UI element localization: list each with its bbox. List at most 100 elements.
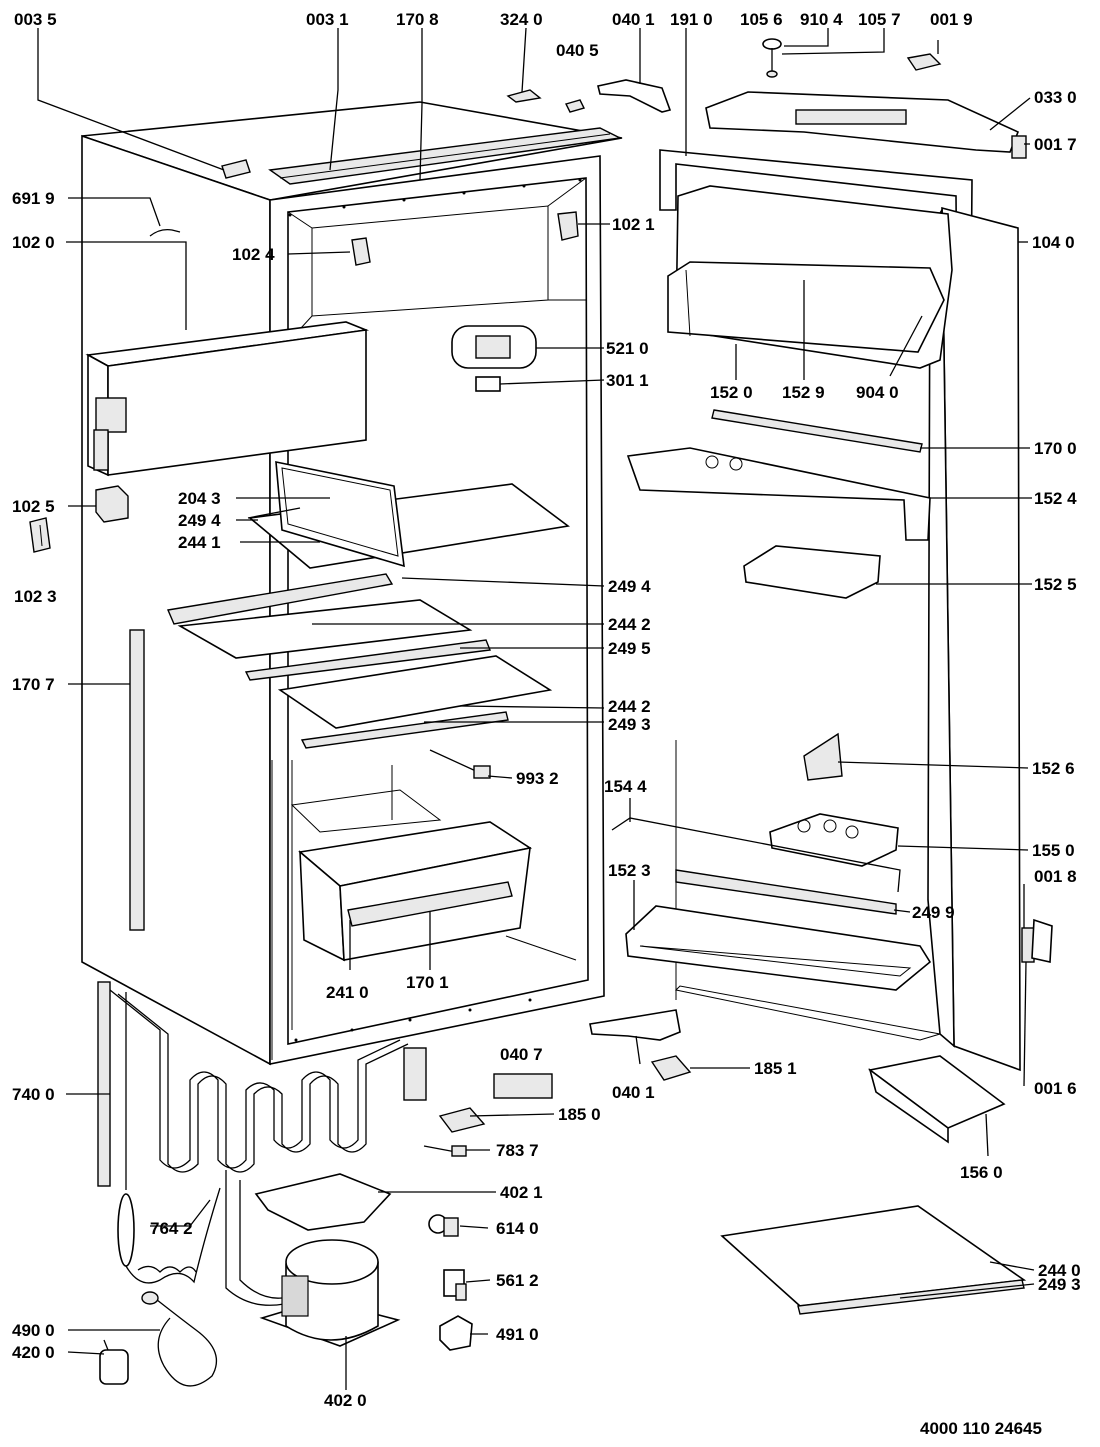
callout-170-8: 170 8: [396, 10, 439, 29]
door-rail-rod: [611, 817, 901, 893]
capacitor-part: [99, 1339, 129, 1385]
door-bin-large: [626, 447, 931, 541]
glass-shelf-upper: [167, 573, 491, 681]
callout-152-4: 152 4: [1034, 489, 1077, 508]
crisper-drawer: [298, 821, 533, 962]
callout-185-0: 185 0: [558, 1105, 601, 1124]
callout-labels: 003 5 003 1 170 8 324 0 040 5 040 1 191 …: [12, 10, 1081, 1410]
door-dairy-compartment: [667, 185, 953, 369]
door-bottle-bin: [625, 905, 932, 991]
hinge-cap-part: [906, 53, 942, 71]
callout-910-4: 910 4: [800, 10, 843, 29]
door-small-tray: [743, 545, 881, 599]
upper-door-hinge: [597, 79, 672, 113]
callout-152-6: 152 6: [1032, 759, 1075, 778]
callout-102-5: 102 5: [12, 497, 55, 516]
callout-249-3-upper: 249 3: [608, 715, 651, 734]
callout-152-3: 152 3: [608, 861, 651, 880]
callout-102-3: 102 3: [14, 587, 57, 606]
callout-324-0: 324 0: [500, 10, 543, 29]
thermostat-housing: [451, 325, 537, 392]
lower-door-hinge: [589, 1009, 681, 1041]
callout-152-9: 152 9: [782, 383, 825, 402]
freezer-shelf-assembly: [247, 461, 570, 569]
callout-740-0: 740 0: [12, 1085, 55, 1104]
callout-001-6: 001 6: [1034, 1079, 1077, 1098]
callout-102-4: 102 4: [232, 245, 275, 264]
leader-lines: [37, 27, 1035, 1390]
callout-003-5: 003 5: [14, 10, 57, 29]
lower-hinge-assembly: [1021, 918, 1053, 963]
callout-170-0: 170 0: [1034, 439, 1077, 458]
callout-249-4-upper: 249 4: [178, 511, 221, 530]
callout-102-0: 102 0: [12, 233, 55, 252]
relay-part-6140: [428, 1214, 459, 1237]
condenser-coil: [97, 981, 427, 1187]
callout-491-0: 491 0: [496, 1325, 539, 1344]
callout-764-2: 764 2: [150, 1219, 193, 1238]
door-trim-bar-lower: [675, 869, 897, 915]
callout-402-1: 402 1: [500, 1183, 543, 1202]
callout-244-0: 244 0: [1038, 1261, 1081, 1280]
callout-420-0: 420 0: [12, 1343, 55, 1362]
callout-521-0: 521 0: [606, 339, 649, 358]
callout-241-0: 241 0: [326, 983, 369, 1002]
compressor-mount: [225, 1170, 392, 1306]
callout-993-2: 993 2: [516, 769, 559, 788]
callout-104-0: 104 0: [1032, 233, 1075, 252]
plate-part-0407: [493, 1073, 553, 1099]
callout-001-8: 001 8: [1034, 867, 1077, 886]
door-trim-bar-upper: [711, 409, 923, 453]
power-cord: [141, 1291, 217, 1387]
callout-155-0: 155 0: [1032, 841, 1075, 860]
callout-156-0: 156 0: [960, 1163, 1003, 1182]
callout-244-2-upper: 244 2: [608, 615, 651, 634]
callout-244-2-lower: 244 2: [608, 697, 651, 716]
callout-301-1: 301 1: [606, 371, 649, 390]
callout-185-1: 185 1: [754, 1059, 797, 1078]
starter-part-5612: [443, 1269, 467, 1301]
callout-783-7: 783 7: [496, 1141, 539, 1160]
callout-249-9: 249 9: [912, 903, 955, 922]
callout-691-9: 691 9: [12, 189, 55, 208]
cover-part-4910: [439, 1315, 473, 1351]
callout-191-0: 191 0: [670, 10, 713, 29]
callout-001-9: 001 9: [930, 10, 973, 29]
compressor: [259, 1239, 401, 1347]
callout-904-0: 904 0: [856, 383, 899, 402]
callout-170-1: 170 1: [406, 973, 449, 992]
callout-001-7: 001 7: [1034, 135, 1077, 154]
light-cover-part: [351, 237, 371, 266]
block-part-1851: [650, 1055, 692, 1081]
loose-glass-shelf: [720, 1205, 1027, 1315]
callout-614-0: 614 0: [496, 1219, 539, 1238]
top-hinge-bracket: [705, 91, 1027, 159]
callout-244-1: 244 1: [178, 533, 221, 552]
callout-249-5: 249 5: [608, 639, 651, 658]
glass-shelf-lower: [277, 655, 553, 749]
callout-152-0: 152 0: [710, 383, 753, 402]
callout-040-7: 040 7: [500, 1045, 543, 1064]
callout-033-0: 033 0: [1034, 88, 1077, 107]
bracket-part-0405: [564, 99, 586, 113]
lamp-holder-part: [557, 211, 579, 241]
fridge-door: [659, 149, 1021, 1072]
callout-105-7: 105 7: [858, 10, 901, 29]
callout-040-1-bottom: 040 1: [612, 1083, 655, 1102]
sensor-wire: [149, 228, 181, 237]
callout-040-5: 040 5: [556, 41, 599, 60]
callout-105-6: 105 6: [740, 10, 783, 29]
door-divider-part: [803, 732, 843, 781]
callout-154-4: 154 4: [604, 777, 647, 796]
callout-040-1-top: 040 1: [612, 10, 655, 29]
callout-402-0: 402 0: [324, 1391, 367, 1410]
valve-part-7837: [423, 1145, 467, 1157]
document-code: 4000 110 24645: [920, 1419, 1042, 1438]
callout-490-0: 490 0: [12, 1321, 55, 1340]
callout-249-3-lower: 249 3: [1038, 1275, 1081, 1294]
hinge-pin-part: [762, 38, 782, 78]
callout-561-2: 561 2: [496, 1271, 539, 1290]
callout-102-1: 102 1: [612, 215, 655, 234]
callout-152-5: 152 5: [1034, 575, 1077, 594]
hinge-cover-part: [95, 485, 129, 523]
